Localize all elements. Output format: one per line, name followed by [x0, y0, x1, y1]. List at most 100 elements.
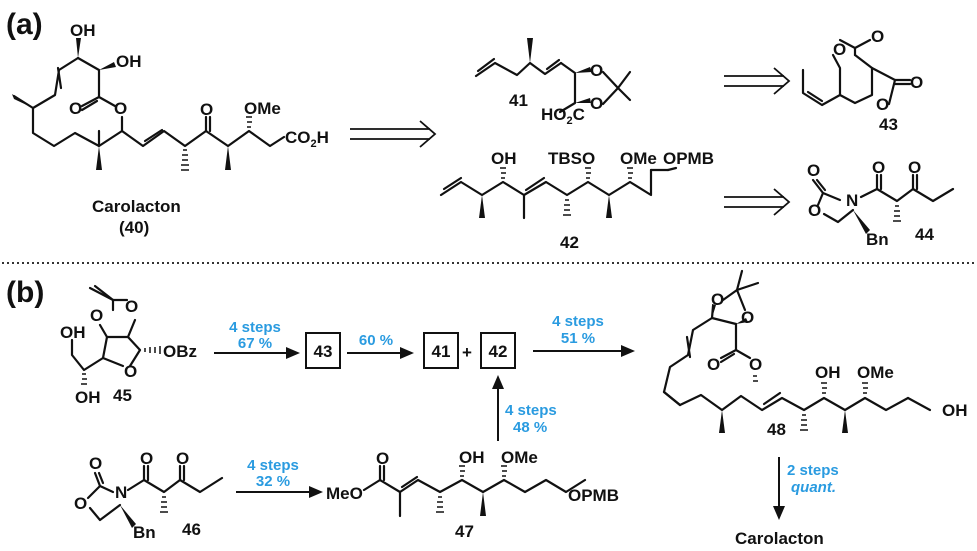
atom-label: OMe — [501, 448, 538, 467]
hashed-bond — [753, 375, 758, 382]
panel-label-a: (a) — [6, 8, 43, 41]
double-bond-inner — [806, 90, 824, 103]
atom-label: O — [876, 95, 889, 114]
compound-number: 41 — [432, 342, 451, 361]
bond — [558, 61, 577, 114]
double-bond-inner — [685, 335, 692, 359]
step-yield: 67 % — [238, 335, 272, 352]
compound-number: 43 — [314, 342, 333, 361]
compound-box-43 — [305, 332, 341, 369]
bond — [474, 61, 563, 78]
bond — [97, 95, 117, 108]
bond — [126, 476, 224, 494]
compound-44: O O N Bn O O 44 — [807, 158, 955, 249]
compound-47: MeO O OH OMe OPMB 47 — [326, 448, 619, 541]
wedge-bond — [12, 94, 33, 108]
bond — [853, 38, 872, 50]
reaction-arrow-41-48: 4 steps 51 % — [533, 313, 635, 357]
reaction-arrow-48-carolacton: 2 steps quant. — [773, 457, 839, 520]
compound-name: Carolacton — [92, 197, 181, 216]
bond — [721, 288, 747, 312]
atom-label: OH — [942, 401, 968, 420]
wedge-bond — [479, 195, 485, 218]
compound-41: O O HO2C 41 — [474, 38, 632, 127]
bond — [801, 68, 842, 107]
atom-label: O — [125, 297, 138, 316]
atom-label: OH — [75, 388, 101, 407]
atom-label: O — [90, 306, 103, 325]
compound-42: OH TBSO OMe OPMB 42 — [439, 149, 714, 252]
double-bond-inner — [545, 58, 561, 71]
bond — [906, 396, 932, 412]
reaction-arrow-45-43: 4 steps 67 % — [214, 319, 300, 359]
compound-48: O O O O — [662, 269, 968, 439]
atom-label: OH — [491, 149, 517, 168]
compound-number: 43 — [879, 115, 898, 134]
hashed-bond — [160, 496, 168, 513]
compound-number: 47 — [455, 522, 474, 541]
atom-label: OPMB — [568, 486, 619, 505]
bond — [126, 335, 142, 368]
wedge-bond — [527, 38, 533, 63]
wedge-bond — [719, 410, 725, 433]
atom-label: O — [69, 99, 82, 118]
atom-label: OMe — [857, 363, 894, 382]
bond — [735, 269, 744, 292]
reaction-arrow-46-47: 4 steps 32 % — [236, 457, 323, 498]
compound-number: 45 — [113, 386, 132, 405]
wedge-bond — [712, 304, 716, 318]
step-yield: 48 % — [513, 419, 547, 436]
wedge-bond — [853, 210, 870, 234]
wedge-bond — [736, 318, 748, 324]
compound-number: 46 — [182, 520, 201, 539]
compound-number: 48 — [767, 420, 786, 439]
atom-label: O — [833, 40, 846, 59]
atom-label: O — [910, 73, 923, 92]
atom-label: O — [590, 61, 603, 80]
compound-46: O O N Bn O O 46 — [74, 449, 224, 542]
atom-label: O — [807, 161, 820, 180]
atom-label: OPMB — [663, 149, 714, 168]
hashed-bond — [500, 167, 506, 179]
hashed-bond — [246, 116, 252, 128]
double-bond-inner — [442, 176, 463, 191]
bond — [76, 56, 101, 99]
bond — [719, 352, 736, 364]
atom-label: O — [89, 454, 102, 473]
atom-label: OH — [459, 448, 485, 467]
atom-label: O — [749, 355, 762, 374]
compound-number: 42 — [560, 233, 579, 252]
atom-label: O — [908, 158, 921, 177]
bond — [616, 70, 632, 90]
compound-number: (40) — [119, 218, 149, 237]
hashed-bond — [181, 149, 189, 171]
step-yield: 60 % — [359, 332, 393, 349]
step-yield: 32 % — [256, 473, 290, 490]
atom-label: HO2C — [541, 105, 585, 127]
atom-label: Bn — [866, 230, 889, 249]
wedge-bond — [99, 62, 116, 70]
retrosynthesis-arrow — [350, 120, 437, 148]
hashed-bond — [627, 167, 633, 179]
atom-label: O — [124, 362, 137, 381]
atom-label: OH — [60, 323, 86, 342]
compound-box-41 — [423, 332, 459, 369]
compound-number: 41 — [509, 91, 528, 110]
hashed-bond — [862, 382, 868, 394]
product-name: Carolacton — [735, 529, 824, 548]
bond — [666, 166, 678, 172]
compound-40-carolacton: OH OH O O O OMe CO2H — [12, 21, 329, 237]
bond — [815, 178, 827, 192]
bond — [86, 484, 102, 500]
atom-label: O — [707, 355, 720, 374]
reaction-arrow-43-41: 60 % — [347, 332, 414, 359]
step-yield: quant. — [791, 479, 836, 496]
plus-sign: + — [462, 343, 472, 362]
hashed-bond — [585, 167, 591, 179]
bond — [88, 286, 115, 302]
double-bond-inner — [400, 475, 419, 489]
step-yield: 51 % — [561, 330, 595, 347]
wedge-bond — [96, 146, 102, 170]
bond — [98, 318, 137, 339]
